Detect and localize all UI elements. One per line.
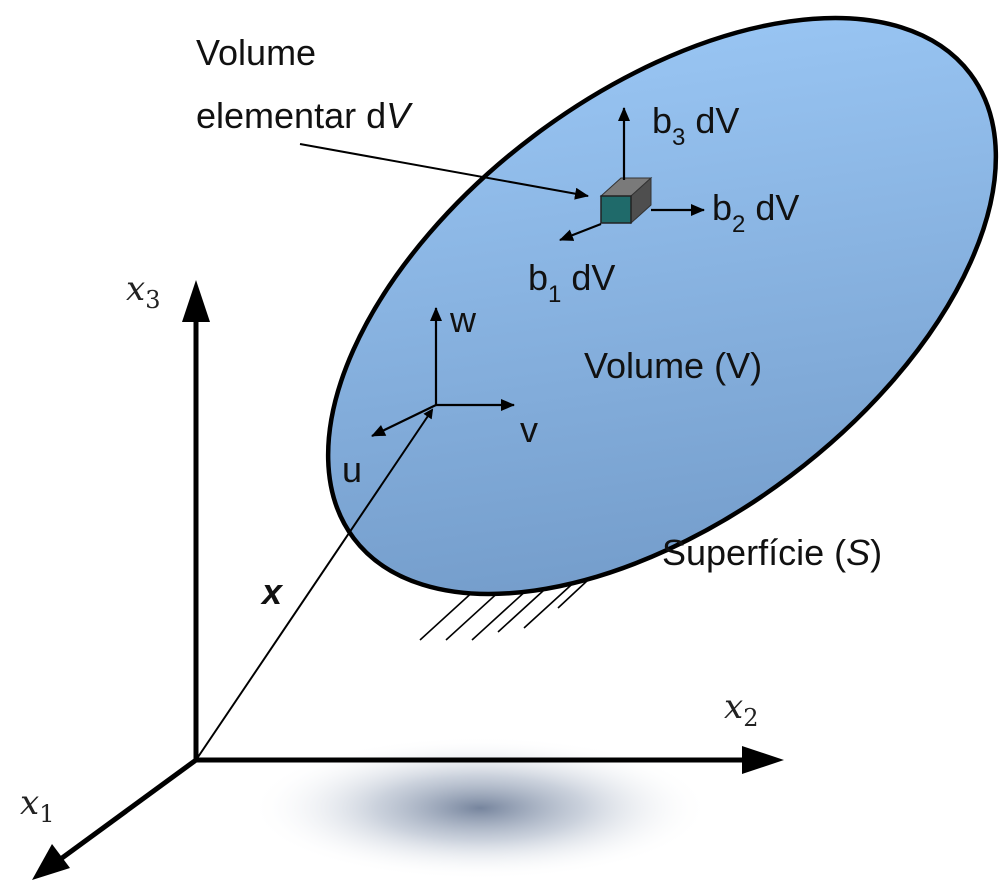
label-w: w (449, 299, 477, 340)
axis-x1-arrowhead (32, 844, 70, 880)
body-force-arrows (559, 107, 705, 242)
label-volume-elementar-line2: elementar dV (196, 95, 413, 136)
label-b1-base: b (528, 257, 548, 298)
axis-label-x1: x1 (20, 783, 54, 828)
elementary-volume-cube (599, 176, 653, 225)
label-superficie-post: ) (870, 532, 882, 573)
local-axes (371, 307, 515, 437)
axis-label-x3-sub: 3 (145, 286, 160, 314)
coordinate-axes (60, 316, 748, 861)
label-b3-tail: dV (685, 100, 739, 141)
label-b1-dv: b1 dV (528, 257, 615, 308)
label-volume-elementar-line1: Volume (196, 32, 316, 73)
axis-label-x3: x3 (126, 269, 160, 314)
label-v: v (520, 409, 538, 450)
label-b3-base: b (652, 100, 672, 141)
label-volume-elementar-text: elementar d (196, 95, 386, 136)
label-superficie-s: S (846, 532, 870, 573)
label-b1-tail: dV (561, 257, 615, 298)
axis-label-x3-base: x (126, 269, 145, 309)
body-volume (325, 15, 999, 597)
force-b1-arrow (559, 222, 602, 242)
label-superficie-pre: Superfície ( (662, 532, 846, 573)
label-b3-dv: b3 dV (652, 100, 739, 151)
label-volume: Volume (V) (584, 345, 762, 386)
label-position-vector-x: x (260, 571, 284, 612)
axis-x3-arrowhead (182, 280, 210, 322)
axis-label-x2: x2 (724, 687, 758, 732)
axis-label-x2-base: x (724, 687, 743, 727)
label-b2-dv: b2 dV (712, 187, 799, 238)
axis-label-x1-sub: 1 (39, 800, 54, 828)
label-b2-sub: 2 (732, 211, 745, 238)
label-b2-base: b (712, 187, 732, 228)
cube-front-face (600, 195, 632, 224)
ground-shadow (250, 736, 710, 880)
label-u: u (342, 449, 362, 490)
leader-line-dv (299, 143, 589, 200)
label-superficie: Superfície (S) (662, 532, 882, 573)
label-volume-elementar-v: V (386, 95, 413, 136)
axis-label-x2-sub: 2 (743, 704, 758, 732)
label-b3-sub: 3 (672, 124, 685, 151)
local-axis-u (371, 404, 437, 437)
label-b1-sub: 1 (548, 281, 561, 308)
axis-x1 (60, 757, 198, 861)
label-b2-tail: dV (745, 187, 799, 228)
axis-x2-arrowhead (742, 746, 784, 774)
position-vector-x (195, 408, 434, 761)
axis-label-x1-base: x (20, 783, 39, 823)
